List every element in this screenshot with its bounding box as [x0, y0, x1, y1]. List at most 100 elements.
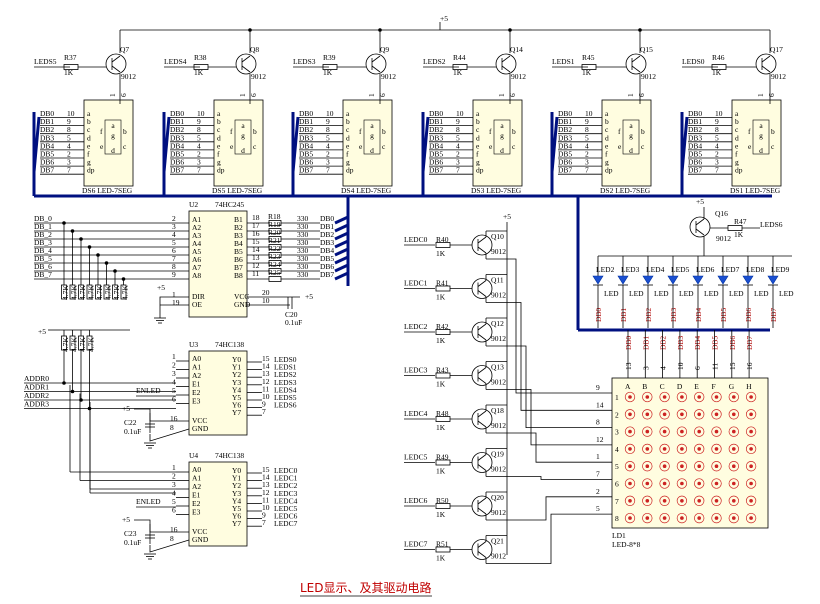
transistor-pnp	[471, 408, 493, 430]
matrix-led-center	[662, 429, 667, 434]
resistor-value: 330	[297, 270, 309, 279]
pin-name: A8	[192, 271, 201, 280]
transistor-pnp-emitter	[631, 55, 641, 63]
segment-pin-name: f	[346, 150, 349, 159]
matrix-column-letter: A	[625, 382, 631, 391]
pin-name: A0	[192, 465, 201, 474]
pullup-resistor	[120, 284, 127, 300]
segment-letter: g	[241, 131, 245, 140]
matrix-led-center	[645, 481, 650, 486]
segment-pin-number: 10	[197, 109, 205, 118]
transistor-pnp	[471, 365, 493, 386]
decoder-output-label: LEDC4	[274, 496, 298, 505]
led-type: LED	[629, 289, 644, 298]
db-pin-label: DB6	[299, 158, 313, 167]
matrix-led-center	[714, 429, 719, 434]
transistor-pnp-collector	[477, 507, 487, 515]
db-pin-label: DB6	[688, 158, 702, 167]
pin-number: 11	[262, 384, 269, 393]
segment-face	[104, 119, 122, 155]
segment-letter: d	[241, 146, 245, 155]
matrix-led-center	[732, 447, 736, 451]
transistor-model: 9012	[641, 72, 656, 81]
transistor-pnp-emitter	[477, 236, 487, 244]
segment-letter: g	[500, 131, 504, 140]
pin-name: B6	[234, 255, 243, 264]
led-ref: LED9	[771, 265, 790, 274]
segment-pin-number: 8	[715, 125, 719, 134]
matrix-led-center	[680, 499, 684, 503]
matrix-led	[624, 478, 636, 489]
pin-number: 5	[172, 238, 176, 247]
transistor-model: 9012	[511, 72, 526, 81]
junction-dot	[70, 389, 75, 394]
segment-letter: c	[771, 142, 775, 151]
matrix-led-center	[697, 412, 701, 417]
matrix-led	[745, 478, 757, 489]
matrix-column-pin: 13	[624, 362, 633, 370]
address-label: ADDR1	[24, 383, 49, 392]
matrix-led-center	[714, 516, 719, 520]
resistor-value: 1K	[323, 68, 333, 77]
pin-name: A6	[192, 255, 201, 264]
resistor-value: 330	[297, 246, 309, 255]
transistor-pnp	[105, 53, 127, 75]
matrix-row-number: 6	[615, 480, 619, 489]
com-pin: 6	[378, 93, 387, 97]
pin-number: 4	[172, 230, 176, 239]
column-drive-label: LEDC7	[404, 540, 428, 549]
segment-pin-name: dp	[87, 166, 95, 175]
matrix-led-center	[749, 516, 753, 520]
matrix-led-center	[645, 464, 650, 469]
db-pin-label: DB4	[688, 141, 702, 150]
db-pin-label: DB6	[170, 158, 184, 167]
matrix-led-center	[628, 516, 632, 520]
matrix-led	[694, 478, 705, 489]
matrix-led	[624, 461, 636, 472]
led-ref: LED8	[746, 265, 765, 274]
resistor-ref: R22	[268, 244, 281, 253]
resistor-value: 1K	[436, 423, 446, 432]
bus-output-label: DB7	[320, 270, 334, 279]
pin-name: A1	[192, 363, 201, 372]
led-type: LED	[604, 289, 619, 298]
pin-number: 14	[262, 362, 270, 371]
matrix-row-number: 8	[615, 514, 619, 523]
pin-number: 12	[262, 377, 270, 386]
matrix-led-center	[697, 429, 701, 434]
transistor-pnp-q16-collector	[695, 228, 705, 236]
pin-name: A4	[192, 239, 201, 248]
resistor-ref: R41	[436, 279, 449, 288]
resistor-ref: R23	[268, 252, 281, 261]
pullup-value: 4.7K	[61, 337, 70, 352]
db-pin-label: DB5	[170, 150, 184, 159]
segment-pin-name: e	[735, 141, 739, 150]
matrix-column-letter: G	[729, 382, 735, 391]
vcc-label: +5	[122, 404, 130, 413]
digit-drive-label: LEDS3	[293, 57, 316, 66]
transistor-pnp-emitter	[477, 541, 487, 548]
transistor-model: 9012	[251, 72, 266, 81]
matrix-led-center	[645, 395, 650, 399]
capacitor-ref: C23	[124, 529, 137, 538]
pin-name: E2	[192, 499, 201, 508]
segment-pin-number: 5	[456, 133, 460, 142]
db-pin-label: DB5	[299, 150, 313, 159]
matrix-led	[676, 512, 688, 524]
segment-pin-number: 7	[326, 166, 330, 175]
row-pin-number: 14	[596, 400, 604, 409]
chip-part: 74HC138	[215, 451, 244, 460]
resistor-ref: R37	[64, 53, 77, 62]
matrix-led-center	[662, 412, 667, 417]
matrix-ref: LD1	[612, 531, 626, 540]
segment-letter: f	[359, 127, 362, 136]
matrix-led-center	[628, 412, 632, 417]
segment-letter: c	[123, 142, 127, 151]
transistor-pnp-collector	[631, 65, 641, 73]
segment-pin-name: dp	[346, 166, 354, 175]
matrix-led-center	[732, 481, 736, 486]
vcc-label: +5	[440, 14, 448, 23]
matrix-led-center	[662, 395, 667, 399]
column-drive-label: LEDC3	[404, 366, 428, 375]
